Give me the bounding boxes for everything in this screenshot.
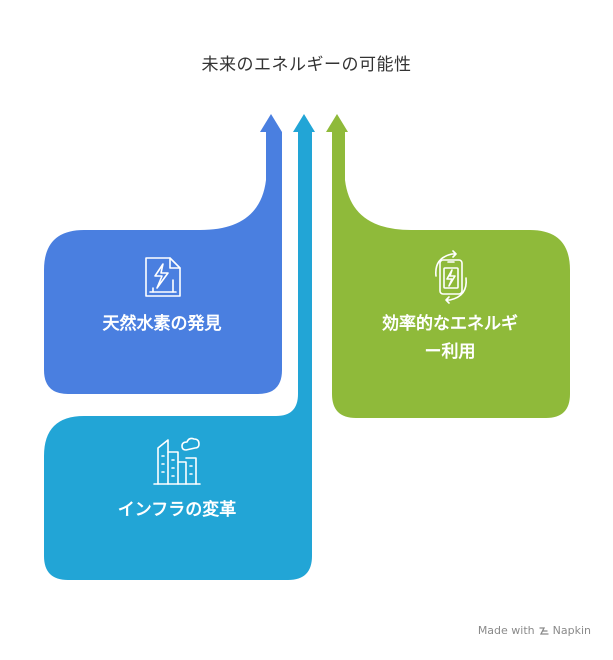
napkin-watermark[interactable]: Made with Napkin <box>478 624 591 637</box>
napkin-logo-icon <box>538 626 549 635</box>
card-efficiency-shape <box>326 114 570 418</box>
battery-cycle-icon <box>435 250 467 304</box>
city-buildings-icon <box>153 437 201 485</box>
card-hydrogen-shape <box>44 114 282 394</box>
watermark-text: Made with <box>477 624 535 637</box>
card-efficiency-label-line-1: 効率的なエネルギ <box>382 314 518 334</box>
card-efficiency-label-line-2: ー利用 <box>424 342 476 362</box>
watermark-brand: Napkin <box>552 624 591 637</box>
document-lightning-icon <box>145 257 181 297</box>
card-infrastructure-label: インフラの変革 <box>117 500 237 520</box>
diagram-title: 未来のエネルギーの可能性 <box>201 55 412 75</box>
card-infrastructure-shape <box>44 114 315 580</box>
card-hydrogen-label: 天然水素の発見 <box>102 314 222 334</box>
card-efficiency-label: 効率的なエネルギ ー利用 <box>332 310 568 366</box>
